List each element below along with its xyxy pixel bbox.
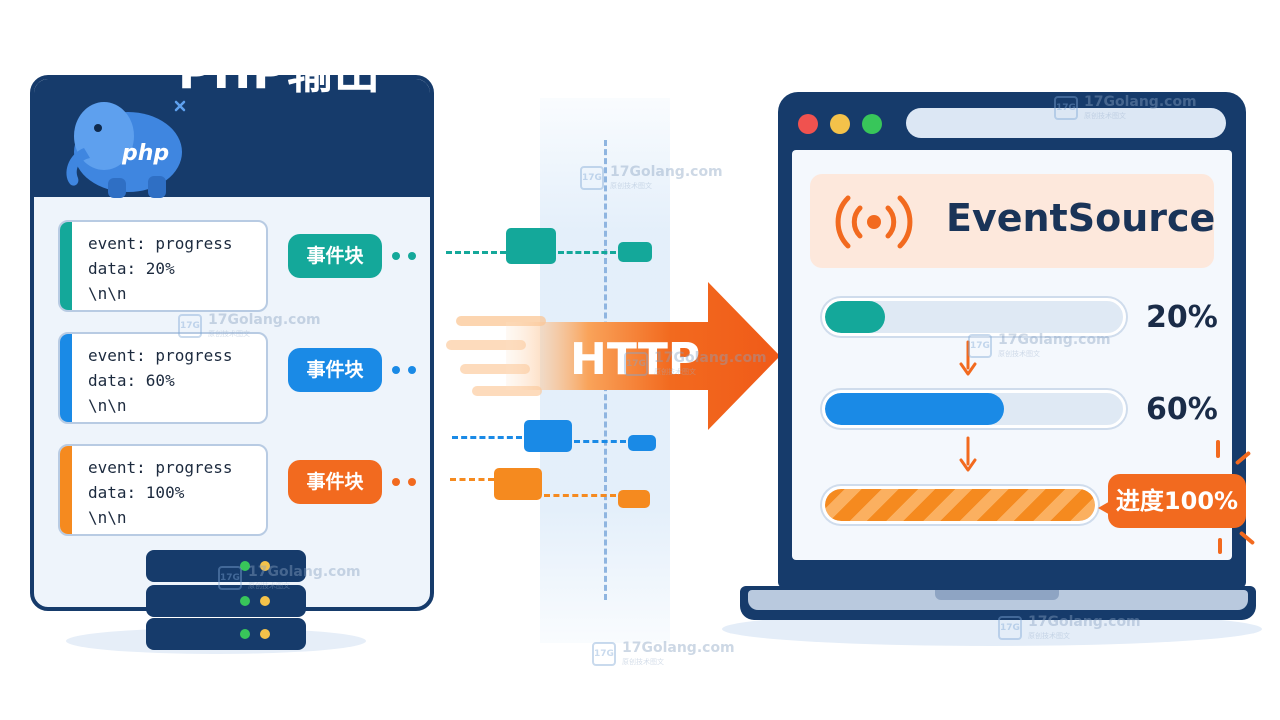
event-chunk-block <box>524 420 572 452</box>
progress-bar-100 <box>822 486 1098 524</box>
stream-dash <box>544 494 616 497</box>
event-line: event: progress <box>88 234 233 253</box>
watermark-text: 17Golang.com <box>998 332 1111 348</box>
progress-bar-60 <box>822 390 1126 428</box>
progress-label-60: 60% <box>1146 392 1218 427</box>
server-led-icon <box>240 561 250 571</box>
data-line: data: 60% <box>88 371 175 390</box>
watermark-text: 17Golang.com <box>1084 94 1197 110</box>
eventsource-title: EventSource <box>946 196 1216 240</box>
server-unit <box>146 550 306 582</box>
watermark-logo-icon: 17G <box>998 616 1022 640</box>
watermark-text: 17Golang.com <box>248 564 361 580</box>
progress-fill <box>825 301 885 333</box>
burst-line <box>1216 440 1220 458</box>
watermark-subtext: 原创技术图文 <box>622 658 664 666</box>
address-bar[interactable] <box>906 108 1226 138</box>
terminator-line: \n\n <box>88 396 127 415</box>
watermark-logo-icon: 17G <box>592 642 616 666</box>
laptop-notch <box>935 590 1059 600</box>
close-window-button[interactable] <box>798 114 818 134</box>
progress-bar-20 <box>822 298 1126 336</box>
watermark-subtext: 原创技术图文 <box>1084 112 1126 120</box>
event-card-accent <box>60 446 72 534</box>
stream-dot <box>408 478 416 486</box>
watermark-logo-icon: 17G <box>624 352 648 376</box>
watermark-logo-icon: 17G <box>580 166 604 190</box>
http-label: HTTP <box>570 334 701 385</box>
http-arrow-icon <box>446 282 780 430</box>
watermark-subtext: 原创技术图文 <box>610 182 652 190</box>
event-chunk-pill: 事件块 <box>288 348 382 392</box>
watermark-text: 17Golang.com <box>654 350 767 366</box>
event-card-100: event: progress data: 100% \n\n <box>58 444 268 536</box>
watermark-text: 17Golang.com <box>610 164 723 180</box>
laptop-base-surface <box>748 590 1248 610</box>
watermark-text: 17Golang.com <box>208 312 321 328</box>
stream-dash <box>450 478 494 481</box>
server-led-icon <box>260 596 270 606</box>
stream-dash <box>558 251 616 254</box>
watermark-logo-icon: 17G <box>1054 96 1078 120</box>
burst-line <box>1218 538 1222 554</box>
stream-dot <box>392 478 400 486</box>
event-chunk-pill: 事件块 <box>288 234 382 278</box>
stream-dot <box>392 252 400 260</box>
terminator-line: \n\n <box>88 508 127 527</box>
terminator-line: \n\n <box>88 284 127 303</box>
php-panel-title: PHP输出 <box>178 45 381 99</box>
minimize-window-button[interactable] <box>830 114 850 134</box>
stream-dash <box>446 251 506 254</box>
event-chunk-block <box>618 490 650 508</box>
php-logo-text: php <box>121 141 169 166</box>
arrow-down-icon <box>959 436 977 472</box>
progress-fill <box>825 489 1095 521</box>
php-elephant-icon: php <box>66 100 186 198</box>
event-chunk-block <box>618 242 652 262</box>
stream-dash <box>574 440 626 443</box>
watermark-logo-icon: 17G <box>178 314 202 338</box>
server-led-icon <box>260 561 270 571</box>
stream-dot <box>408 366 416 374</box>
progress-label-20: 20% <box>1146 300 1218 335</box>
event-chunk-block <box>494 468 542 500</box>
event-line: event: progress <box>88 346 233 365</box>
watermark-text: 17Golang.com <box>622 640 735 656</box>
event-card-accent <box>60 334 72 422</box>
server-led-icon <box>240 596 250 606</box>
stream-dot <box>392 366 400 374</box>
watermark-subtext: 原创技术图文 <box>654 368 696 376</box>
broadcast-signal-icon <box>835 195 913 249</box>
event-line: event: progress <box>88 458 233 477</box>
watermark-text: 17Golang.com <box>1028 614 1141 630</box>
watermark-logo-icon: 17G <box>218 566 242 590</box>
progress-fill <box>825 393 1004 425</box>
watermark-subtext: 原创技术图文 <box>998 350 1040 358</box>
event-chunk-block <box>506 228 556 264</box>
maximize-window-button[interactable] <box>862 114 882 134</box>
server-unit <box>146 585 306 617</box>
server-led-icon <box>260 629 270 639</box>
server-led-icon <box>240 629 250 639</box>
event-chunk-block <box>628 435 656 451</box>
watermark-subtext: 原创技术图文 <box>1028 632 1070 640</box>
event-card-20: event: progress data: 20% \n\n <box>58 220 268 312</box>
event-chunk-pill: 事件块 <box>288 460 382 504</box>
watermark-logo-icon: 17G <box>968 334 992 358</box>
data-line: data: 20% <box>88 259 175 278</box>
server-unit <box>146 618 306 650</box>
event-card-accent <box>60 222 72 310</box>
stream-dot <box>408 252 416 260</box>
watermark-subtext: 原创技术图文 <box>248 582 290 590</box>
event-card-60: event: progress data: 60% \n\n <box>58 332 268 424</box>
data-line: data: 100% <box>88 483 185 502</box>
completion-badge: 进度100% <box>1108 474 1246 528</box>
stream-dash <box>452 436 522 439</box>
watermark-subtext: 原创技术图文 <box>208 330 250 338</box>
